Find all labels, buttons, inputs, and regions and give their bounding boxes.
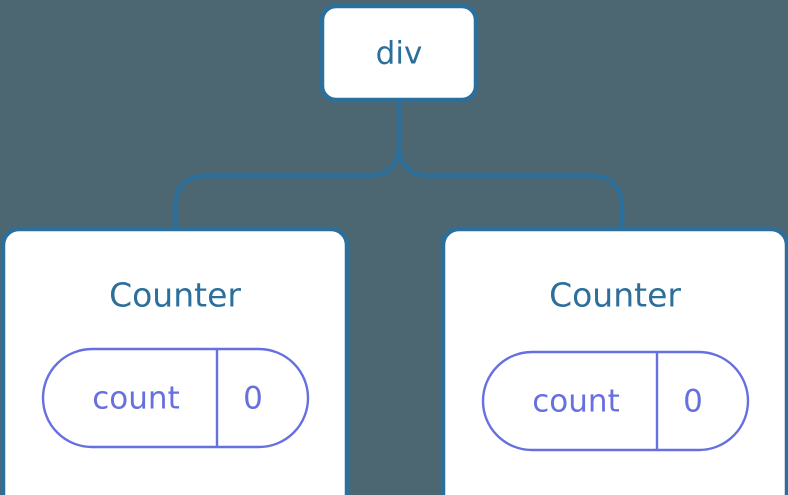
- connector-group: [172, 100, 625, 230]
- connector-branch-right-icon: [396, 143, 625, 230]
- state-pill-1-outline[interactable]: [41, 347, 310, 449]
- node-counter-2[interactable]: Counter count 0: [440, 226, 788, 495]
- state-pill-1-value: 0: [243, 381, 263, 417]
- node-root-div[interactable]: div: [319, 3, 479, 103]
- connector-stem-icon: [172, 100, 402, 230]
- node-root-box[interactable]: [319, 3, 479, 103]
- state-pill-1[interactable]: count 0: [41, 347, 310, 449]
- node-root-label: div: [376, 36, 423, 72]
- node-counter-2-label: Counter: [549, 276, 681, 315]
- state-pill-2[interactable]: count 0: [481, 350, 750, 452]
- state-pill-2-outline[interactable]: [481, 350, 750, 452]
- state-pill-2-key: count: [532, 384, 619, 420]
- node-counter-1[interactable]: Counter count 0: [0, 226, 350, 495]
- node-counter-1-label: Counter: [109, 276, 241, 315]
- state-pill-2-value: 0: [683, 384, 703, 420]
- state-pill-1-key: count: [92, 381, 179, 417]
